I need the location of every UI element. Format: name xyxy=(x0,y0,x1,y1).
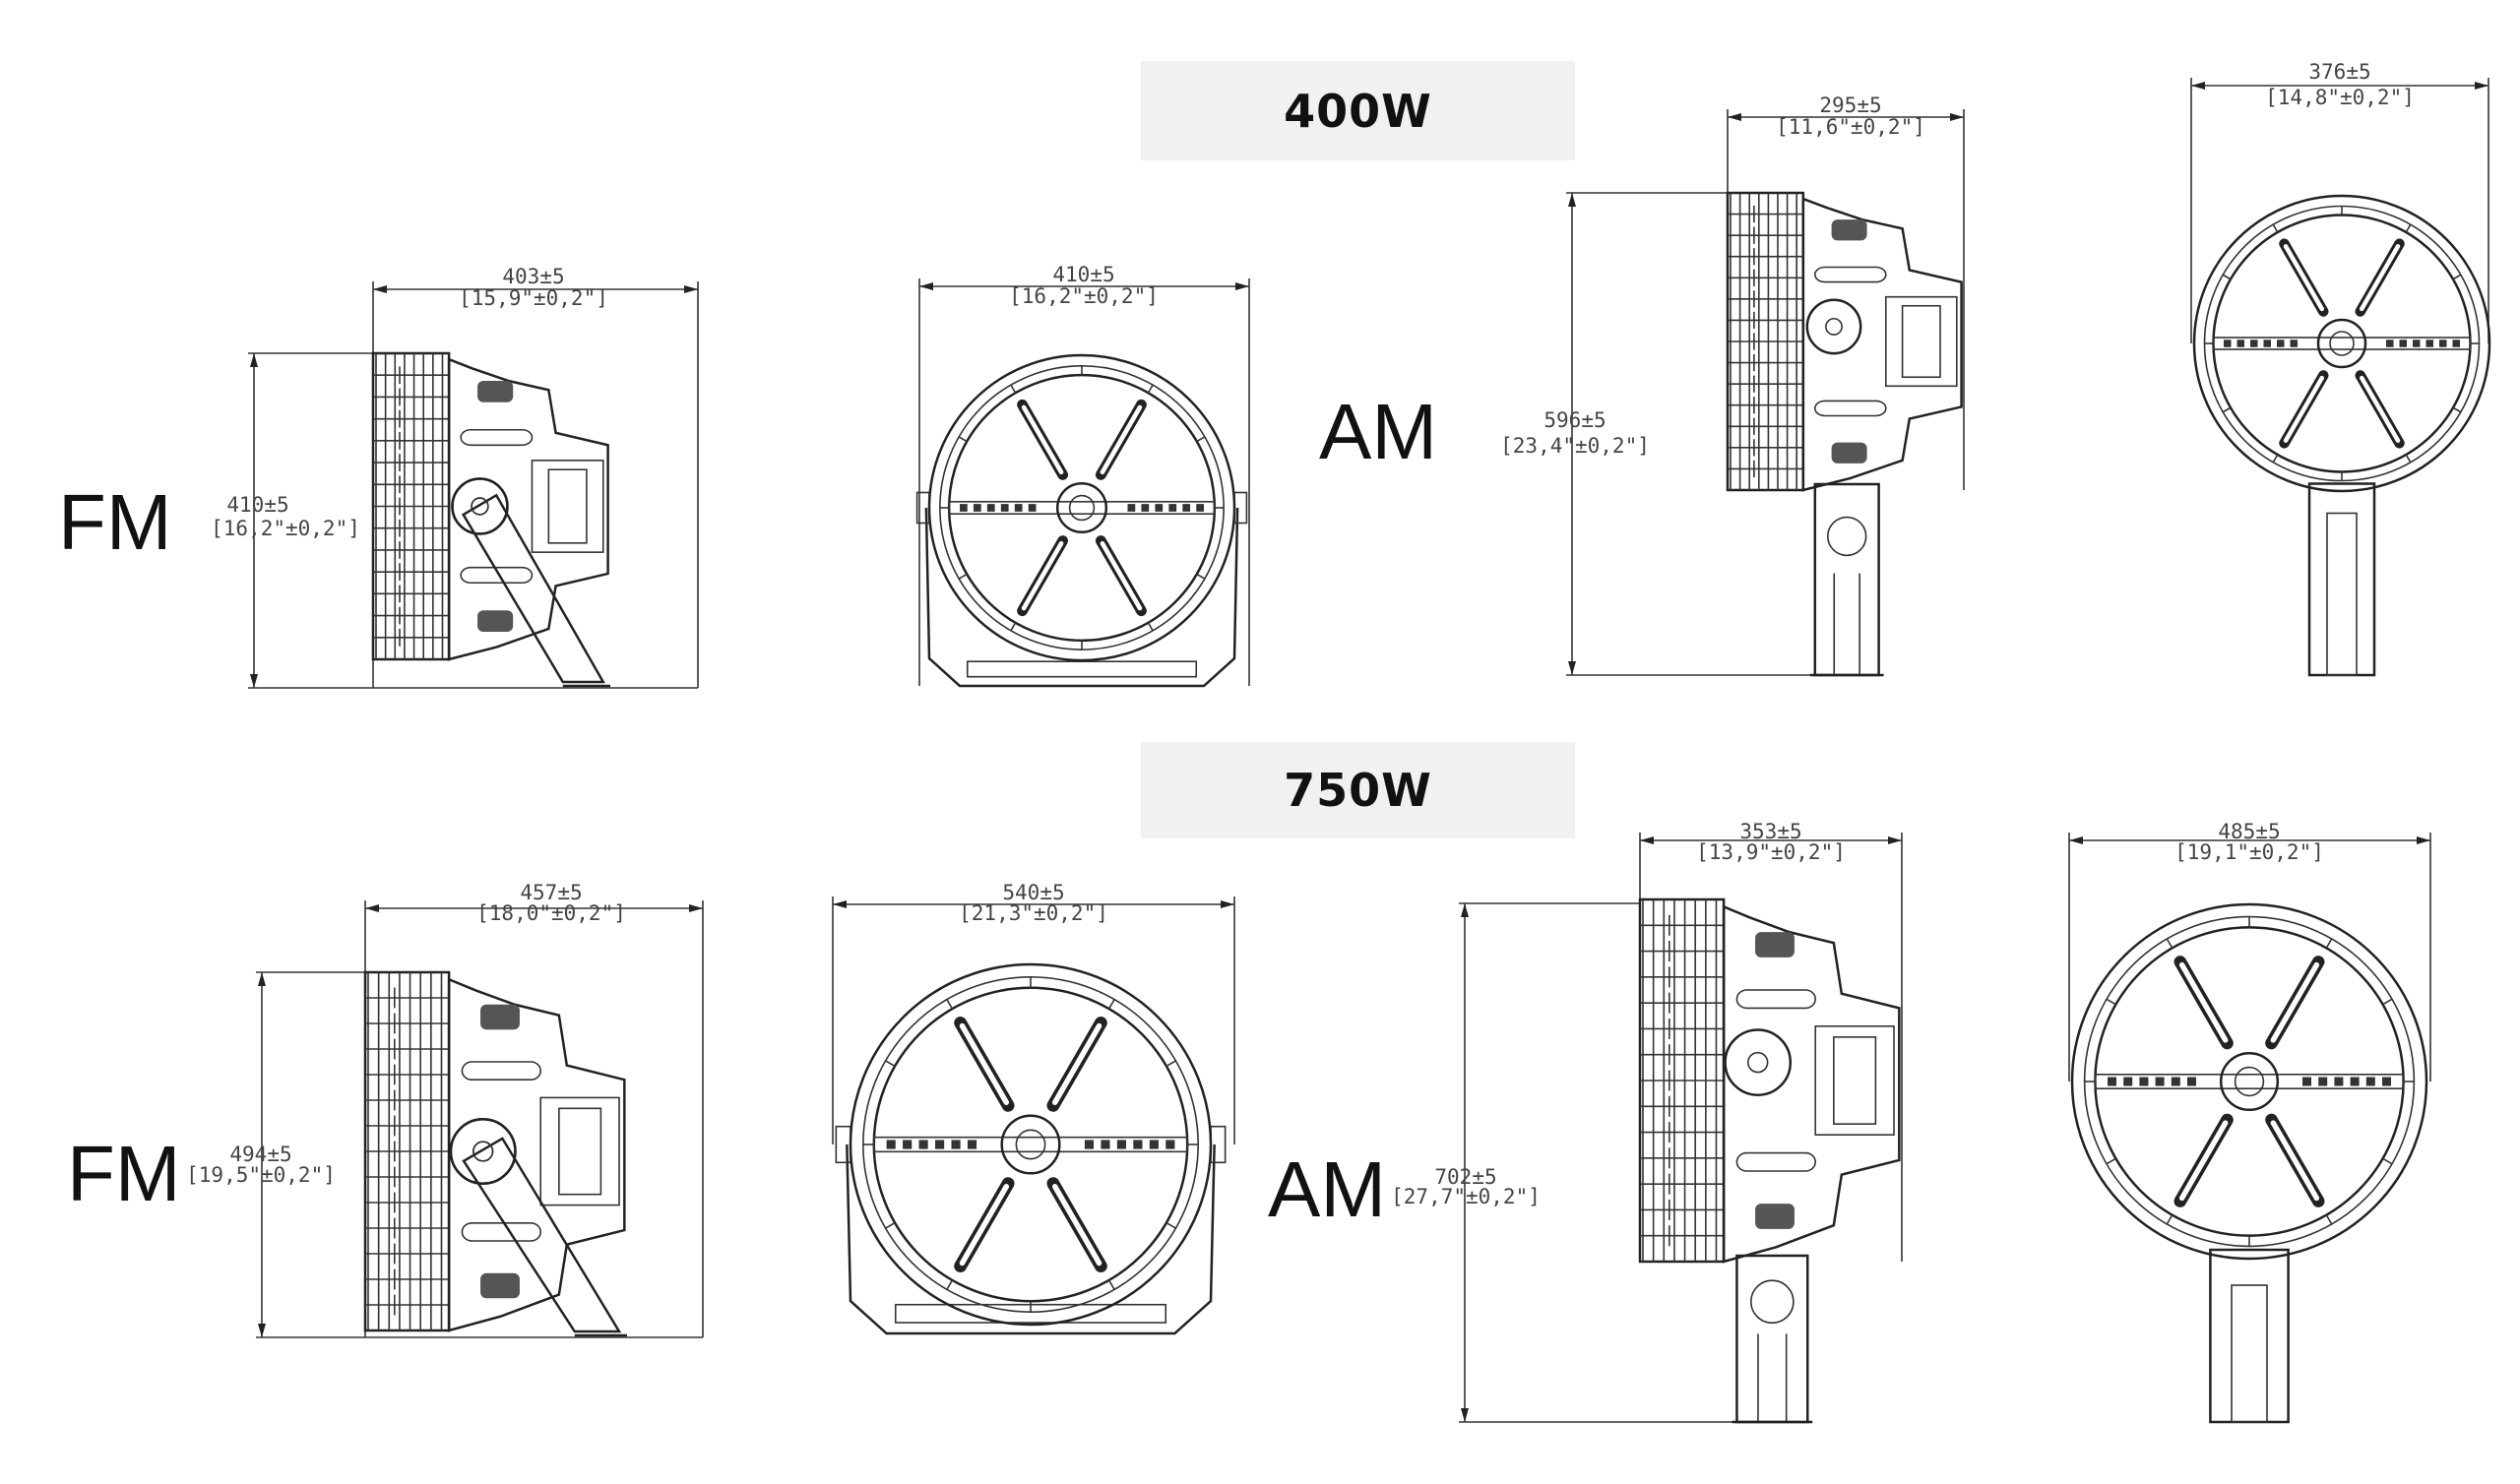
fm750-side-width-inch: [18,0"±0,2"] xyxy=(476,901,626,925)
am750-height-line xyxy=(1459,902,1776,1423)
fm750-height: 494±5 xyxy=(229,1143,291,1166)
am400-side-view xyxy=(1726,191,1963,677)
fm400-side-view xyxy=(371,351,610,688)
am400-front-width-line xyxy=(2190,78,2489,343)
am400-side-width: 295±5 xyxy=(1819,93,1881,117)
fm750-height-inch: [19,5"±0,2"] xyxy=(186,1163,336,1187)
fm400-side-width-inch: [15,9"±0,2"] xyxy=(459,286,608,310)
am750-side-width: 353±5 xyxy=(1739,820,1801,843)
fm750-height-line xyxy=(256,971,703,1338)
fm750-front-width-line xyxy=(832,897,1235,1144)
am-label-750w: AM xyxy=(1268,1145,1386,1233)
fm400-front-view xyxy=(915,353,1248,688)
fm400-side-width: 403±5 xyxy=(502,265,564,288)
am400-height-inch: [23,4"±0,2"] xyxy=(1500,434,1650,458)
am750-side-width-line xyxy=(1639,833,1903,1262)
fm400-height-inch: [16,2"±0,2"] xyxy=(211,517,360,540)
am750-height: 702±5 xyxy=(1434,1165,1496,1189)
fm750-side-width: 457±5 xyxy=(520,881,582,904)
am400-front-width-inch: [14,8"±0,2"] xyxy=(2265,86,2415,109)
fm750-side-view xyxy=(363,970,627,1337)
am750-front-width: 485±5 xyxy=(2218,820,2280,843)
fm400-height: 410±5 xyxy=(226,493,288,517)
section-title-750w: 750W xyxy=(1141,742,1575,838)
am750-front-width-line xyxy=(2068,833,2431,1082)
fm400-height-line xyxy=(248,352,698,689)
am400-side-width-inch: [11,6"±0,2"] xyxy=(1776,115,1925,139)
fm-label-400w: FM xyxy=(58,478,172,566)
am750-front-width-inch: [19,1"±0,2"] xyxy=(2174,840,2324,864)
section-title-400w: 400W xyxy=(1141,61,1575,160)
am750-side-view xyxy=(1638,897,1901,1424)
am750-side-width-inch: [13,9"±0,2"] xyxy=(1696,840,1846,864)
fm-label-750w: FM xyxy=(67,1130,181,1217)
fm750-side-width-line xyxy=(364,900,704,1337)
am750-height-inch: [27,7"±0,2"] xyxy=(1391,1185,1541,1208)
fm750-front-width: 540±5 xyxy=(1002,881,1064,904)
am400-front-width: 376±5 xyxy=(2308,60,2370,84)
fm400-front-width-line xyxy=(918,278,1250,686)
fm400-front-width-inch: [16,2"±0,2"] xyxy=(1009,284,1159,308)
am-label-400w: AM xyxy=(1319,388,1437,475)
am400-height: 596±5 xyxy=(1544,408,1606,432)
fm400-front-width: 410±5 xyxy=(1052,263,1114,286)
fm750-front-width-inch: [21,3"±0,2"] xyxy=(959,901,1108,925)
am750-front-view xyxy=(2070,902,2428,1424)
am400-front-view xyxy=(2192,194,2491,677)
fm750-front-view xyxy=(835,962,1227,1335)
